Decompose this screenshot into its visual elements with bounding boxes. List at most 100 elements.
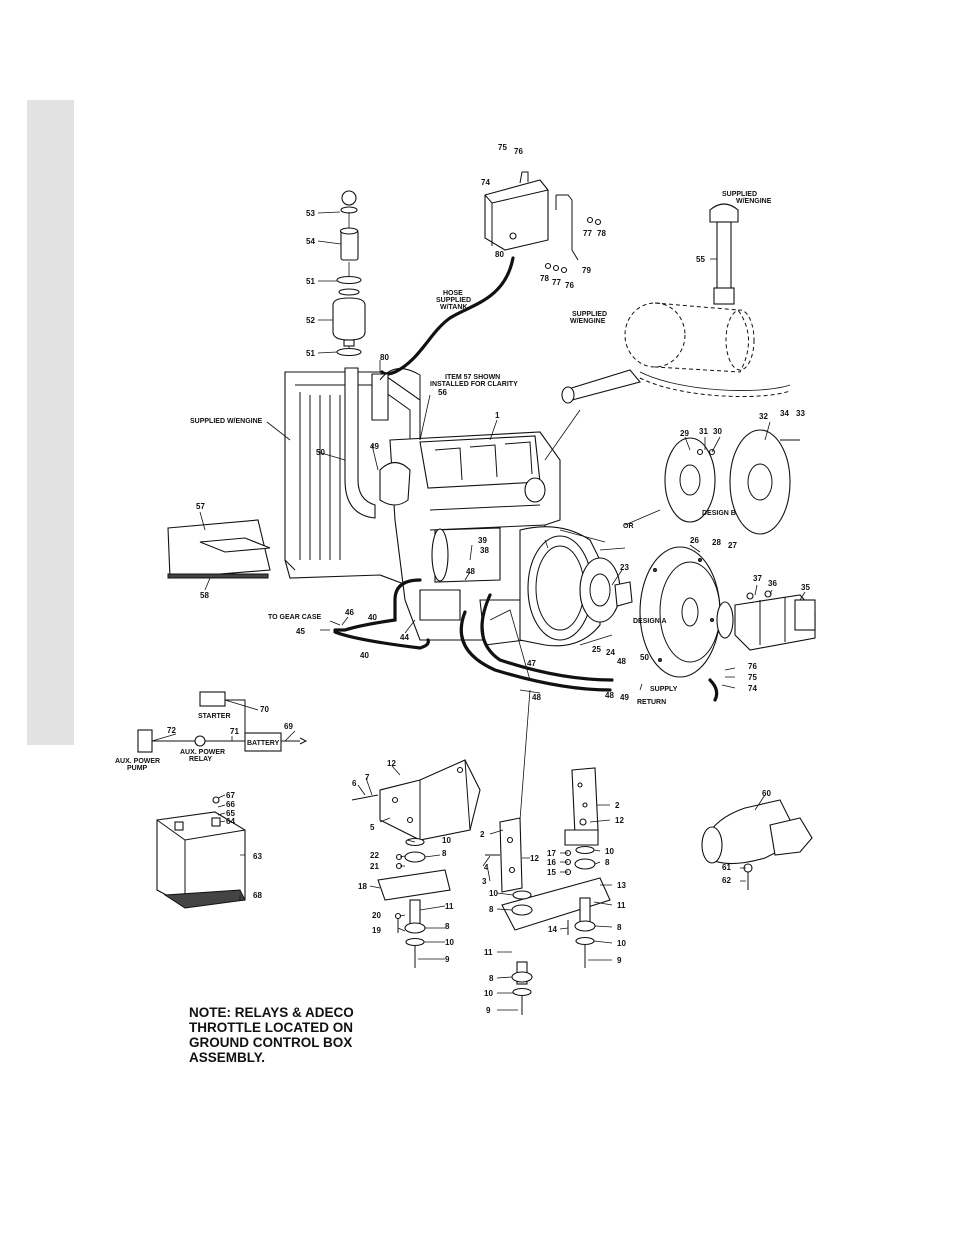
- callout-60: 60: [762, 789, 771, 798]
- pump-drawing: [716, 590, 816, 651]
- callout-4: 4: [484, 863, 489, 872]
- assembly-note: NOTE: RELAYS & ADECO THROTTLE LOCATED ON…: [189, 1005, 389, 1065]
- callout-numbers: 75 76 74 77 78 80 79 78 77 76 53 54 51 5…: [167, 143, 810, 1015]
- callout-2-center: 2: [480, 830, 485, 839]
- caption-design-b: DESIGN B: [702, 510, 736, 517]
- callout-80-left: 78: [540, 274, 549, 283]
- callout-40-upper: 40: [368, 613, 377, 622]
- caption-to-gear-case: TO GEAR CASE: [268, 614, 321, 621]
- callout-12-center: 12: [530, 854, 539, 863]
- callout-6: 6: [352, 779, 357, 788]
- callout-30: 30: [713, 427, 722, 436]
- callout-24: 24: [606, 648, 615, 657]
- caption-supplied-hose-1: SUPPLIED: [572, 311, 607, 318]
- callout-45-supply: 48: [617, 657, 626, 666]
- fuel-hose: [380, 256, 515, 376]
- callout-64: 64: [226, 817, 235, 826]
- callout-11-a: 11: [445, 902, 454, 911]
- callout-74: 75: [748, 673, 757, 682]
- callout-61: 61: [722, 863, 731, 872]
- callout-2-right: 2: [615, 801, 620, 810]
- callout-25: 25: [592, 645, 601, 654]
- caption-item57-1: ITEM 57 SHOWN: [445, 374, 500, 381]
- callout-42: 44: [400, 633, 409, 642]
- callout-39: 39: [478, 536, 487, 545]
- callout-22: 22: [370, 851, 379, 860]
- callout-8-b: 8: [445, 922, 450, 931]
- callout-8-e: 8: [605, 858, 610, 867]
- captions: SUPPLIED W/ENGINE HOSE SUPPLIED W/TANK S…: [115, 191, 772, 772]
- callout-82-radiator: 80: [380, 353, 389, 362]
- callout-53: 52: [306, 316, 315, 325]
- caption-battery: BATTERY: [247, 740, 280, 747]
- caption-starter: STARTER: [198, 713, 231, 720]
- callout-21: 21: [370, 862, 379, 871]
- callout-45-bottom: 48: [605, 691, 614, 700]
- callout-19: 19: [372, 926, 381, 935]
- battery-drawing: [156, 796, 246, 909]
- note-line-4: ASSEMBLY.: [189, 1050, 266, 1065]
- callout-51: 50: [316, 448, 325, 457]
- electrical-schematic-drawing: [137, 691, 308, 753]
- callout-72: 72: [167, 726, 176, 735]
- callout-79-right: 77: [583, 229, 592, 238]
- note-line-1: NOTE: RELAYS & ADECO: [189, 1005, 354, 1020]
- caption-aux-relay-1: AUX. POWER: [180, 749, 225, 756]
- callout-56: 55: [696, 255, 705, 264]
- callout-70: 70: [260, 705, 269, 714]
- caption-item57-2: INSTALLED FOR CLARITY: [430, 381, 518, 388]
- callout-10-f: 10: [617, 939, 626, 948]
- note-line-3: GROUND CONTROL BOX: [189, 1035, 353, 1050]
- caption-or: OR: [623, 523, 634, 530]
- drawing-layer: [137, 171, 816, 1015]
- callout-38: 38: [480, 546, 489, 555]
- callout-76: 74: [481, 178, 490, 187]
- callout-40-lower: 40: [360, 651, 369, 660]
- callout-31: 31: [699, 427, 708, 436]
- caption-supplied-radiator: SUPPLIED W/ENGINE: [190, 418, 263, 425]
- callout-65: 65: [226, 809, 235, 818]
- callout-81: 79: [582, 266, 591, 275]
- caption-supplied-cap-1: SUPPLIED: [722, 191, 757, 198]
- engine-block-drawing: [344, 367, 561, 646]
- caption-hose-2: SUPPLIED: [436, 297, 471, 304]
- callout-43: 45: [296, 627, 305, 636]
- callout-63: 63: [253, 852, 262, 861]
- fuel-tank-drawing: [484, 171, 602, 274]
- callout-8-c: 8: [489, 905, 494, 914]
- callout-8-d: 8: [489, 974, 494, 983]
- callout-32: 32: [759, 412, 768, 421]
- coupling-design-b-drawing: [664, 429, 800, 535]
- caption-aux-pump-1: AUX. POWER: [115, 758, 160, 765]
- side-tab-bar: [27, 100, 74, 745]
- plate-drawing: [167, 519, 271, 579]
- callout-79-left: 77: [552, 278, 561, 287]
- callout-71: 71: [230, 727, 239, 736]
- callout-52-bottom: 51: [306, 349, 315, 358]
- callout-69: 69: [284, 722, 293, 731]
- callout-9-c: 9: [617, 956, 622, 965]
- callout-58: 57: [196, 502, 205, 511]
- callout-9-a: 9: [445, 955, 450, 964]
- air-filter-drawing: [561, 203, 791, 404]
- callout-29: 29: [680, 429, 689, 438]
- callout-20: 20: [372, 911, 381, 920]
- callout-57: 56: [438, 388, 447, 397]
- callout-82-tank: 80: [495, 250, 504, 259]
- callout-12-right: 12: [615, 816, 624, 825]
- coupling-design-a-drawing: [639, 546, 721, 678]
- callout-62: 62: [722, 876, 731, 885]
- callout-35: 35: [801, 583, 810, 592]
- callout-33: 33: [796, 409, 805, 418]
- callout-54: 53: [306, 209, 315, 218]
- callout-68: 68: [253, 891, 262, 900]
- mount-left-drawing: [351, 759, 481, 841]
- callout-10-c: 10: [489, 889, 498, 898]
- callout-52-top: 51: [306, 277, 315, 286]
- callout-46: 47: [527, 659, 536, 668]
- callout-78-top: 76: [514, 147, 523, 156]
- callout-48: 49: [620, 693, 629, 702]
- callout-11-b: 11: [484, 948, 493, 957]
- callout-37: 37: [753, 574, 762, 583]
- callout-1: 1: [495, 411, 500, 420]
